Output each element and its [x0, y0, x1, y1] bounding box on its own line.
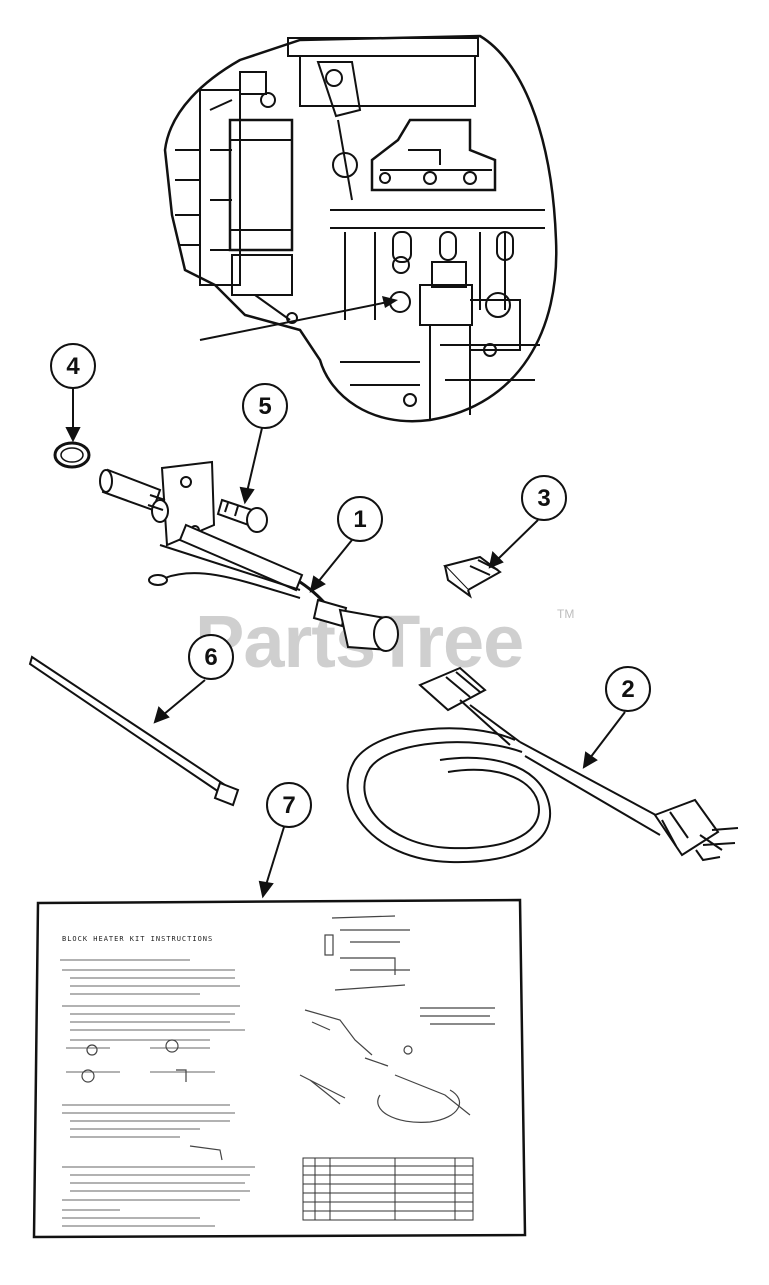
mounting-bolt-part[interactable]: [216, 498, 268, 533]
heater-element-part[interactable]: [99, 460, 399, 652]
instruction-mini-schematic: [299, 915, 495, 1123]
callout-1-label: 1: [353, 506, 366, 533]
callout-7-label: 7: [282, 792, 295, 819]
callout-3[interactable]: 3: [521, 475, 567, 521]
callout-3-label: 3: [537, 485, 550, 512]
callout-6[interactable]: 6: [188, 634, 234, 680]
instruction-sheet-title: BLOCK HEATER KIT INSTRUCTIONS: [62, 935, 213, 943]
callout-4[interactable]: 4: [50, 343, 96, 389]
callout-2[interactable]: 2: [605, 666, 651, 712]
callout-7[interactable]: 7: [266, 782, 312, 828]
cable-tie-part[interactable]: [28, 655, 240, 807]
power-cord-part[interactable]: [346, 666, 739, 864]
install-location-arrow: [199, 296, 398, 341]
callout-5-label: 5: [258, 393, 271, 420]
callout-leaders: [65, 388, 626, 899]
instruction-text-lines: [60, 959, 255, 1227]
o-ring-part[interactable]: [53, 441, 91, 469]
callout-4-label: 4: [66, 353, 80, 380]
callout-1[interactable]: 1: [337, 496, 383, 542]
callout-2-label: 2: [621, 676, 634, 703]
instruction-parts-table: [302, 1157, 474, 1221]
callout-6-label: 6: [204, 644, 217, 671]
instruction-small-figures: [81, 1039, 223, 1161]
connector-part[interactable]: [443, 555, 502, 599]
watermark-trademark: TM: [557, 607, 574, 621]
engine-block-illustration: [163, 34, 558, 423]
instruction-sheet-part[interactable]: BLOCK HEATER KIT INSTRUCTIONS: [32, 898, 527, 1239]
callout-5[interactable]: 5: [242, 383, 288, 429]
